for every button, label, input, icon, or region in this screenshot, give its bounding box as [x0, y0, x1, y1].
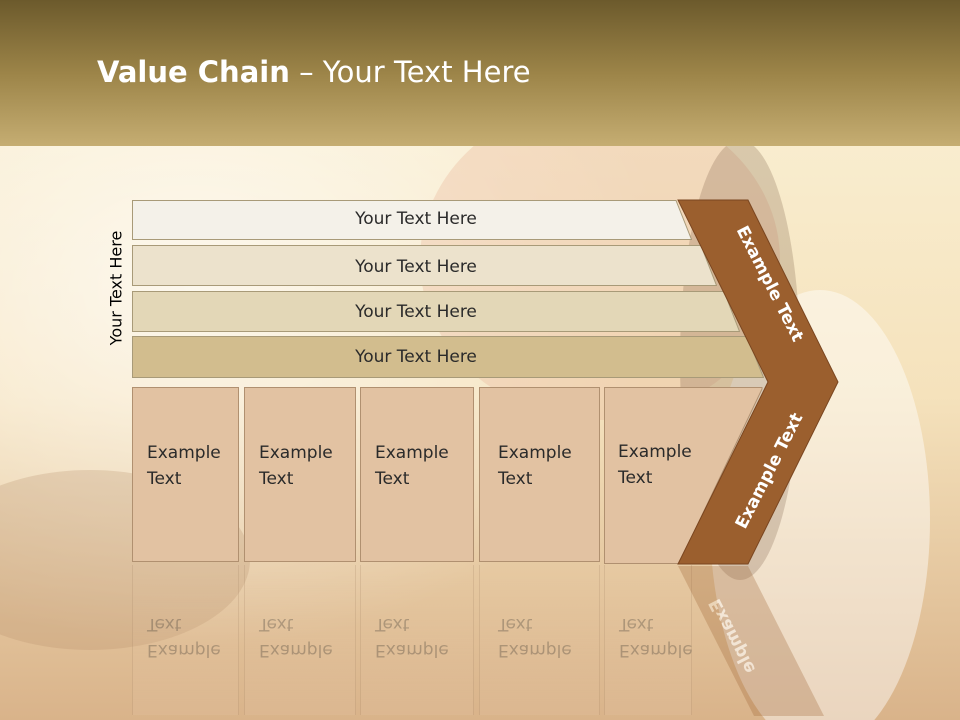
- reflection-box-3: Example Text: [360, 565, 474, 715]
- refl-1-line1: Example: [147, 640, 221, 660]
- refl-2-line2: Text: [259, 614, 294, 634]
- refl-2-line1: Example: [259, 640, 333, 660]
- page-title: Value Chain – Your Text Here: [97, 55, 531, 89]
- reflection-box-1: Example Text: [132, 565, 239, 715]
- box-3-line1: Example: [375, 443, 449, 463]
- band-4-label: Your Text Here: [355, 347, 477, 367]
- box-1-line1: Example: [147, 443, 221, 463]
- band-3-label: Your Text Here: [355, 302, 477, 322]
- reflection-box-3-text: Example Text: [375, 611, 449, 663]
- band-4: Your Text Here: [132, 336, 764, 378]
- box-2-line1: Example: [259, 443, 333, 463]
- band-2: Your Text Here: [132, 245, 717, 286]
- box-2-line2: Text: [259, 469, 294, 489]
- reflection-box-4: Example Text: [479, 565, 600, 715]
- reflection-box-2: Example Text: [244, 565, 356, 715]
- band-2-label: Your Text Here: [355, 257, 477, 277]
- margin-chevron: [677, 199, 839, 565]
- band-3: Your Text Here: [132, 291, 740, 332]
- refl-5-line2: Text: [619, 614, 654, 634]
- reflection-box-2-text: Example Text: [259, 611, 333, 663]
- box-4-line2: Text: [498, 469, 533, 489]
- refl-1-line2: Text: [147, 614, 182, 634]
- box-3-line2: Text: [375, 469, 410, 489]
- side-label: Your Text Here: [106, 230, 126, 346]
- refl-4-line2: Text: [498, 614, 533, 634]
- band-1-label: Your Text Here: [355, 209, 477, 229]
- reflection-chevron: Example: [674, 566, 844, 716]
- refl-4-line1: Example: [498, 640, 572, 660]
- box-5-line1: Example: [618, 442, 692, 462]
- box-4-line1: Example: [498, 443, 572, 463]
- title-bold: Value Chain: [97, 55, 290, 89]
- reflection-box-1-text: Example Text: [147, 611, 221, 663]
- title-rest: – Your Text Here: [289, 55, 531, 89]
- refl-3-line1: Example: [375, 640, 449, 660]
- header-bar: Value Chain – Your Text Here: [0, 0, 960, 146]
- box-5-line2: Text: [618, 468, 653, 488]
- box-1-line2: Text: [147, 469, 182, 489]
- band-1: Your Text Here: [132, 200, 692, 240]
- reflection-box-4-text: Example Text: [498, 611, 572, 663]
- refl-3-line2: Text: [375, 614, 410, 634]
